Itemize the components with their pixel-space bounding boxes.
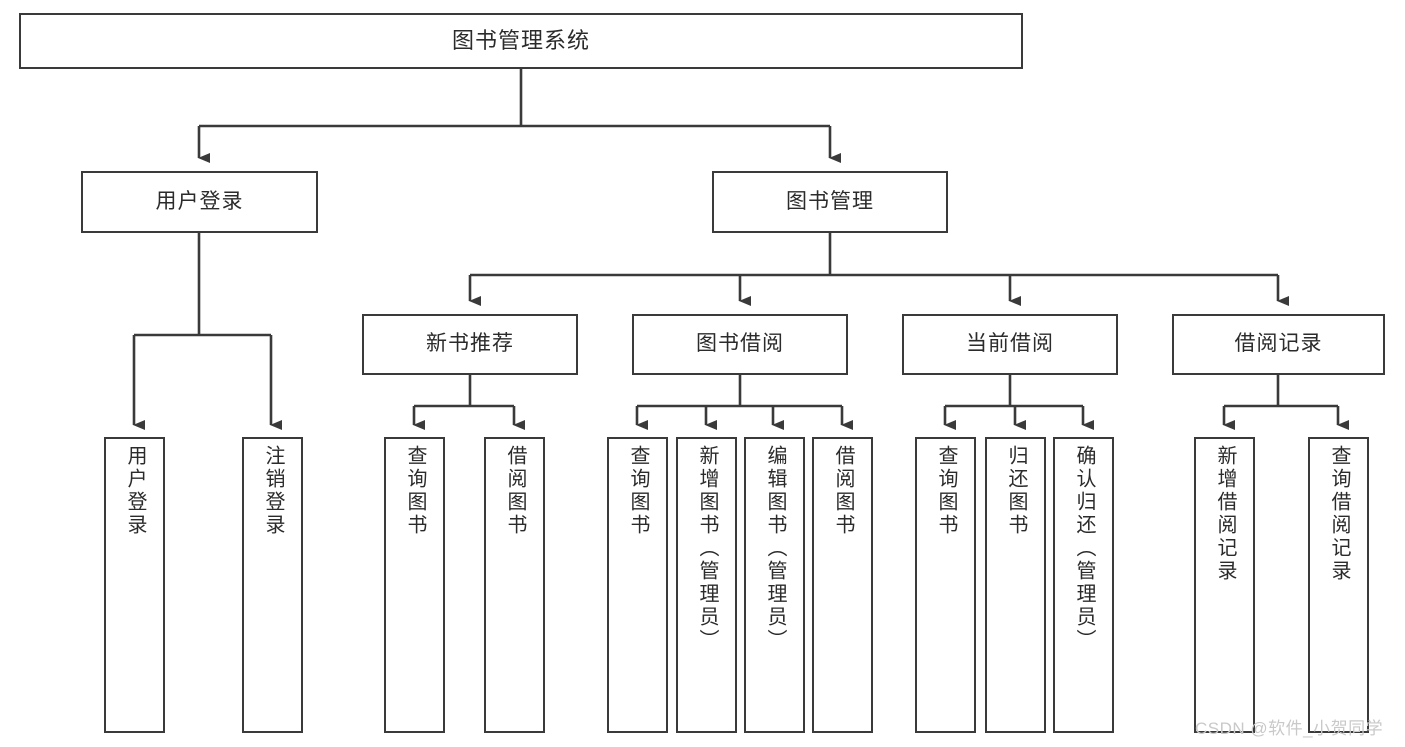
node-book-management[interactable]: 图书管理 (712, 171, 948, 233)
node-leaf-borrow-book-2[interactable]: 借阅图书 (812, 437, 873, 733)
node-label: 借阅记录 (1234, 332, 1323, 356)
watermark-text: CSDN @软件_小贺同学 (1195, 719, 1384, 738)
node-label: 当前借阅 (966, 332, 1054, 356)
node-label: 新书推荐 (426, 332, 514, 356)
node-current-borrow[interactable]: 当前借阅 (902, 314, 1118, 375)
node-label: 新增图书（管理员） (696, 445, 718, 652)
node-label: 查询借阅记录 (1328, 445, 1350, 583)
node-leaf-user-login[interactable]: 用户登录 (104, 437, 165, 733)
node-borrow-record[interactable]: 借阅记录 (1172, 314, 1385, 375)
node-leaf-return-book[interactable]: 归还图书 (985, 437, 1046, 733)
node-leaf-confirm-return[interactable]: 确认归还（管理员） (1053, 437, 1114, 733)
node-label: 用户登录 (124, 445, 146, 537)
node-root-book-management-system[interactable]: 图书管理系统 (19, 13, 1023, 69)
node-leaf-logout[interactable]: 注销登录 (242, 437, 303, 733)
node-label: 查询图书 (627, 445, 649, 537)
node-label: 查询图书 (935, 445, 957, 537)
node-leaf-add-book[interactable]: 新增图书（管理员） (676, 437, 737, 733)
node-label: 用户登录 (155, 189, 244, 213)
node-book-borrow[interactable]: 图书借阅 (632, 314, 848, 375)
node-label: 查询图书 (404, 445, 426, 537)
node-label: 归还图书 (1005, 445, 1027, 537)
node-label: 编辑图书（管理员） (764, 445, 786, 652)
node-leaf-query-book-2[interactable]: 查询图书 (607, 437, 668, 733)
node-label: 图书管理系统 (451, 28, 590, 54)
node-label: 借阅图书 (832, 445, 854, 537)
node-leaf-edit-book[interactable]: 编辑图书（管理员） (744, 437, 805, 733)
node-label: 新增借阅记录 (1214, 445, 1236, 583)
node-leaf-borrow-book-1[interactable]: 借阅图书 (484, 437, 545, 733)
node-label: 借阅图书 (504, 445, 526, 537)
node-label: 图书借阅 (696, 332, 784, 356)
node-leaf-add-record[interactable]: 新增借阅记录 (1194, 437, 1255, 733)
node-leaf-query-book-1[interactable]: 查询图书 (384, 437, 445, 733)
node-new-book-recommend[interactable]: 新书推荐 (362, 314, 578, 375)
node-leaf-query-record[interactable]: 查询借阅记录 (1308, 437, 1369, 733)
node-user-login[interactable]: 用户登录 (81, 171, 318, 233)
node-label: 确认归还（管理员） (1073, 445, 1095, 652)
node-leaf-query-book-3[interactable]: 查询图书 (915, 437, 976, 733)
node-label: 注销登录 (262, 445, 284, 537)
node-label: 图书管理 (786, 189, 874, 213)
